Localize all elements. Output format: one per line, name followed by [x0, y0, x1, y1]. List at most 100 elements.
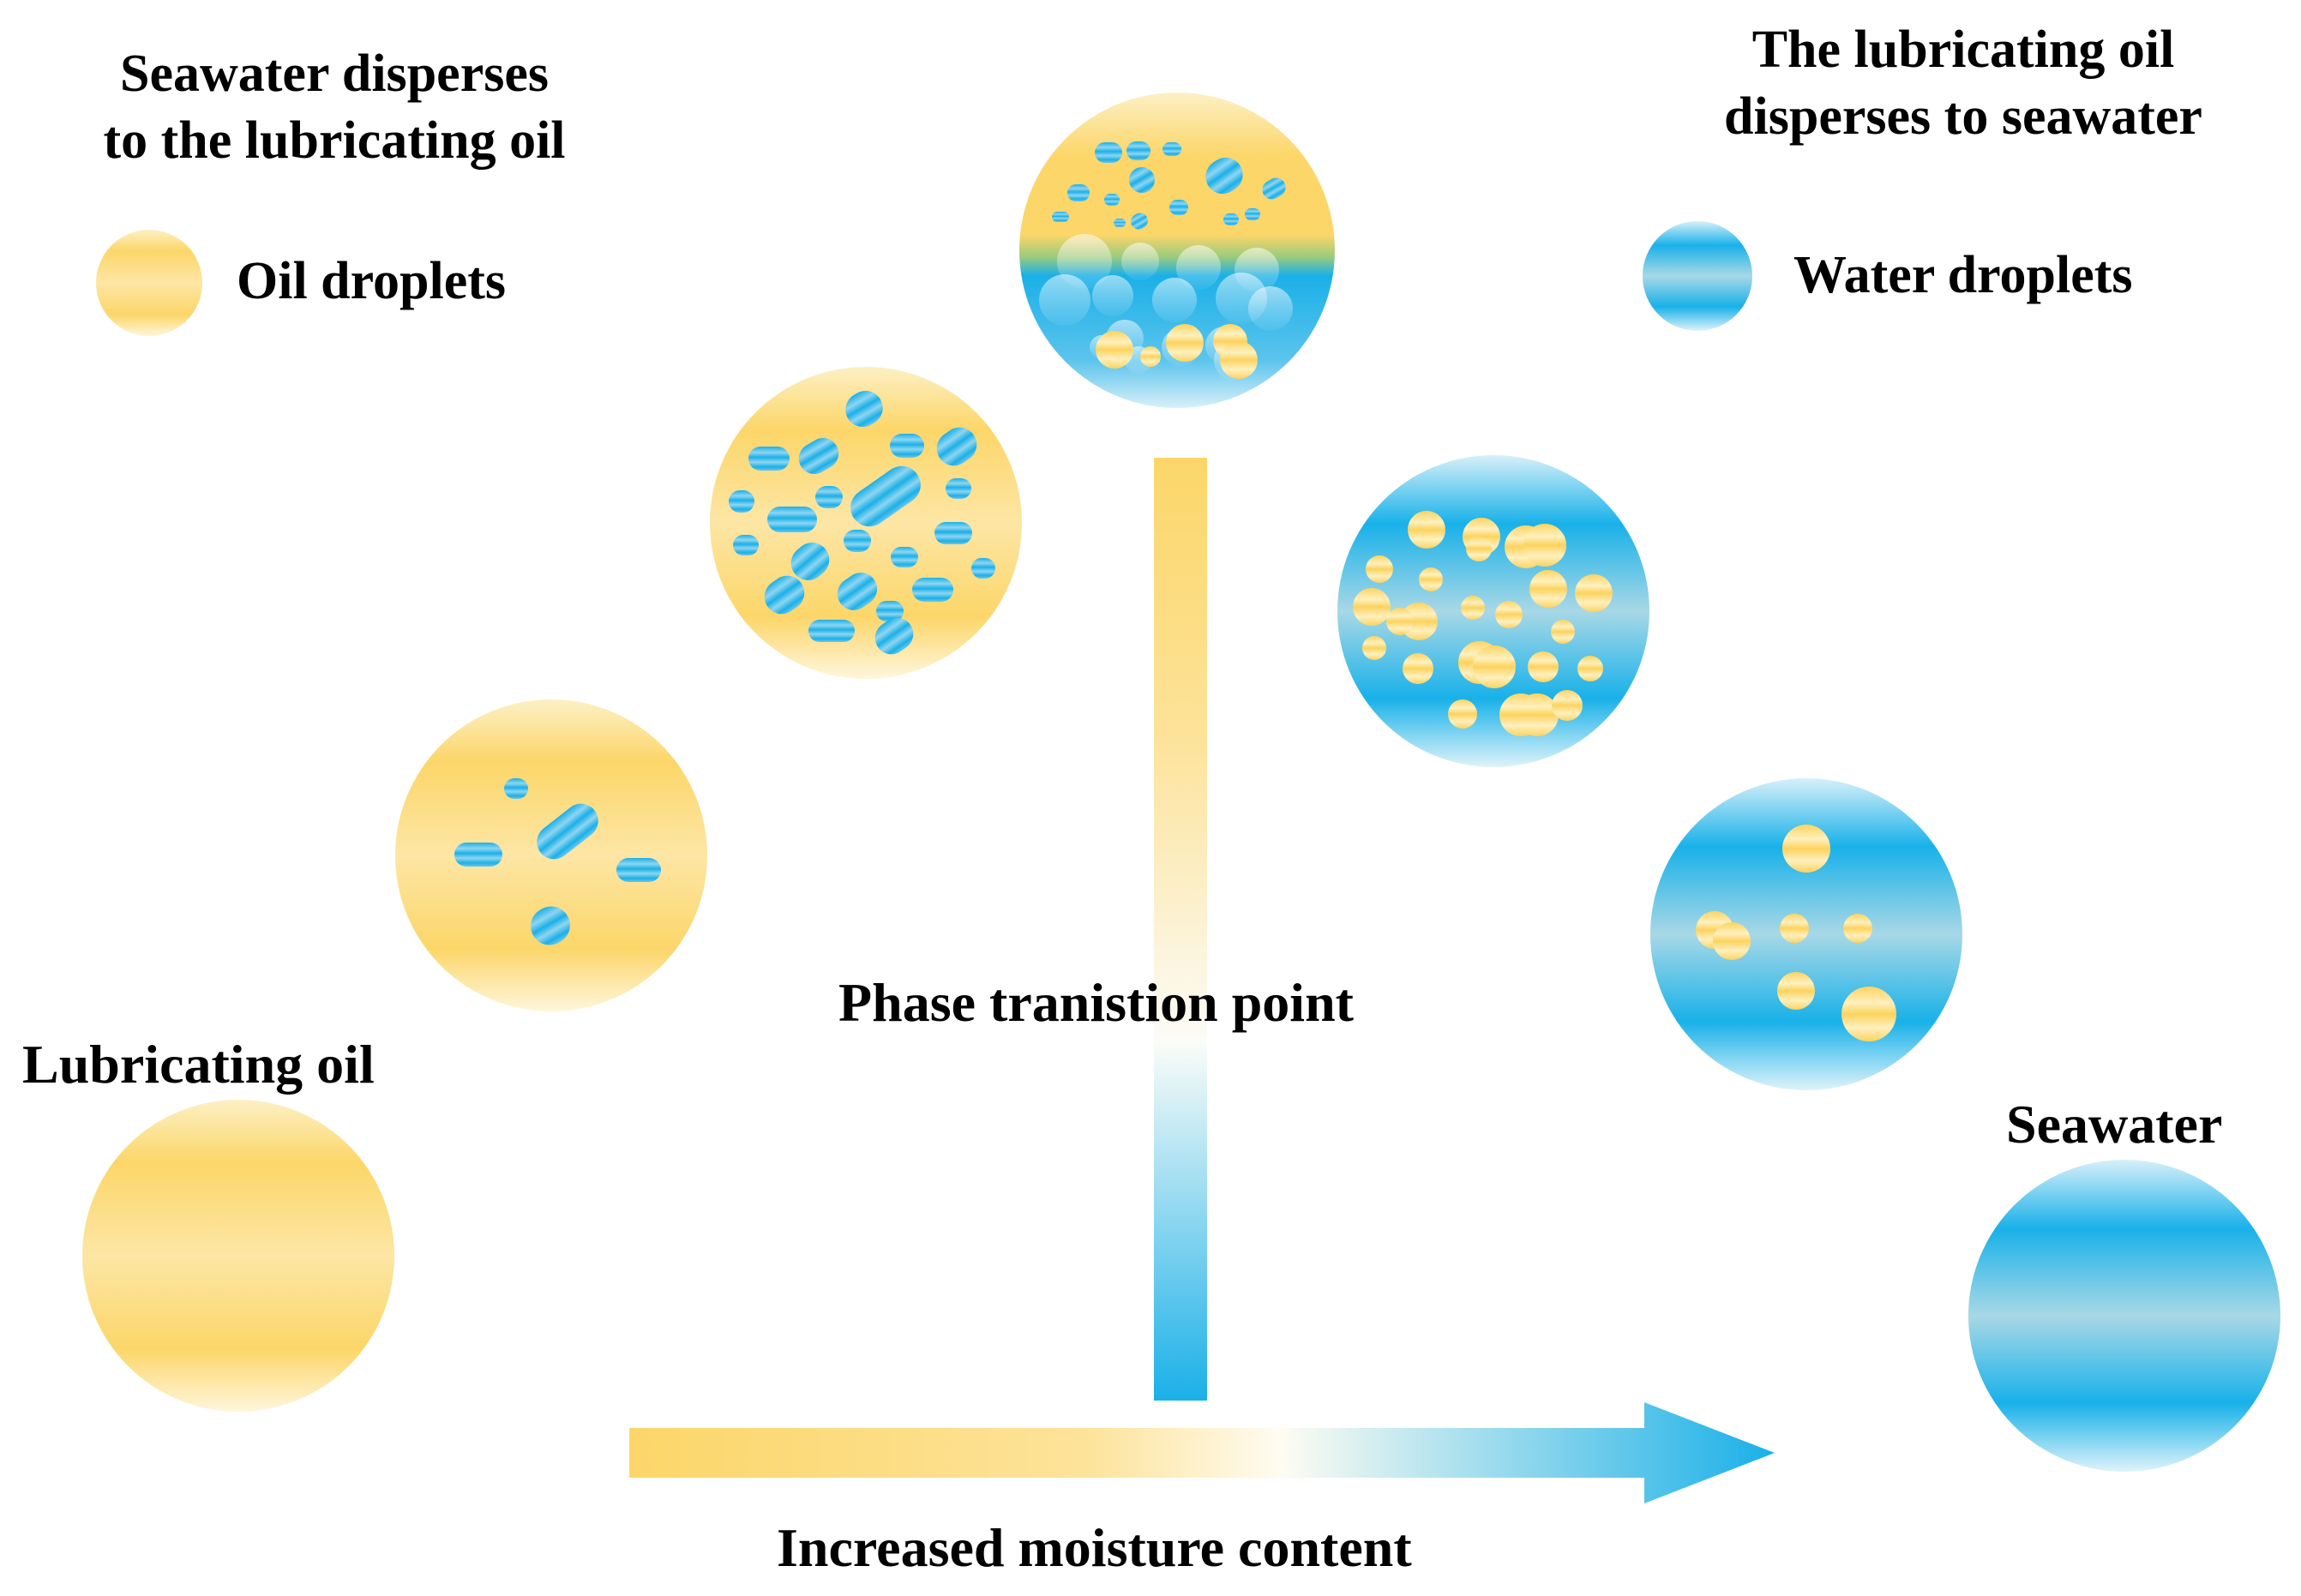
oil-droplet: [1516, 693, 1559, 736]
water-droplet: [1205, 157, 1243, 195]
moisture-arrow: [629, 1402, 1775, 1503]
oil-droplet: [1551, 620, 1575, 644]
water-droplet: [733, 535, 759, 555]
oil-droplet: [1780, 914, 1809, 943]
water-droplet: [837, 573, 878, 610]
water-droplet: [912, 578, 953, 602]
water-droplet: [808, 620, 855, 642]
oil-droplet: [1466, 536, 1492, 561]
bubble: [1039, 274, 1090, 326]
oil-droplet: [1366, 555, 1393, 583]
water-droplet: [748, 447, 790, 471]
water-legend-item: Water droplets: [1793, 246, 2133, 304]
water-droplet: [890, 434, 924, 458]
water-droplet: [790, 543, 830, 580]
oil-legend-title-line2: to the lubricating oil: [103, 111, 566, 170]
water-droplet: [1169, 200, 1188, 215]
stage-oil-high-water: [710, 367, 1022, 679]
lubricating-oil-label: Lubricating oil: [22, 1034, 375, 1095]
water-droplet: [1245, 208, 1260, 220]
water-droplet: [874, 617, 914, 655]
water-droplet: [934, 522, 972, 544]
water-droplet: [1223, 213, 1239, 225]
water-droplet: [729, 490, 754, 513]
oil-droplet: [1495, 601, 1523, 628]
water-droplet: [1067, 184, 1090, 201]
oil-droplet: [1408, 511, 1445, 549]
oil-droplet-legend-icon: [96, 230, 202, 336]
water-droplet: [764, 575, 805, 615]
oil-droplet: [1473, 645, 1516, 688]
water-droplet: [504, 778, 528, 799]
water-droplet: [767, 507, 817, 532]
oil-droplet: [1575, 574, 1613, 612]
water-droplet: [616, 858, 661, 882]
oil-droplet: [1353, 588, 1391, 626]
water-droplet: [946, 478, 971, 499]
stage-water-high-oil: [1337, 455, 1649, 767]
oil-droplet: [1523, 524, 1566, 567]
oil-droplet: [1528, 651, 1559, 682]
water-droplet: [936, 427, 977, 466]
oil-legend-title-line1: Seawater disperses: [120, 45, 549, 103]
oil-droplet: [1782, 825, 1830, 873]
vertical-transition-bar: [1154, 458, 1207, 1401]
stage-seawater: [1968, 1160, 2280, 1472]
oil-droplet: [1552, 690, 1583, 721]
stage-water-low-oil: [1650, 778, 1962, 1090]
water-legend-title-line1: The lubricating oil: [1751, 21, 2175, 79]
water-droplet: [1126, 141, 1150, 160]
water-droplet-legend-icon: [1643, 221, 1752, 331]
oil-droplet: [1362, 636, 1386, 660]
seawater-label: Seawater: [2006, 1094, 2223, 1155]
bubble: [1248, 286, 1293, 331]
bubble: [1092, 275, 1133, 316]
oil-droplet: [1777, 972, 1815, 1010]
stage-oil-low-water: [395, 699, 707, 1011]
water-droplet: [845, 391, 883, 427]
water-droplet: [844, 530, 871, 552]
water-droplet: [454, 843, 502, 867]
water-droplet: [891, 547, 918, 567]
stage-phase-transition: [1019, 93, 1335, 408]
axis-label: Increased moisture content: [777, 1517, 1412, 1578]
water-droplet: [531, 906, 570, 945]
water-droplet: [1052, 212, 1069, 222]
water-droplet: [1262, 177, 1286, 200]
oil-droplet: [1448, 699, 1477, 729]
oil-droplet: [1841, 987, 1896, 1041]
water-droplet: [1129, 167, 1155, 193]
oil-droplet: [1713, 922, 1751, 960]
bubble: [1176, 245, 1221, 290]
water-droplet: [798, 438, 839, 474]
water-droplet: [850, 465, 921, 527]
oil-droplet: [1166, 324, 1204, 362]
water-droplet: [971, 558, 995, 579]
oil-droplet: [1096, 331, 1133, 369]
oil-droplet: [1843, 914, 1872, 943]
oil-droplet: [1220, 341, 1258, 379]
oil-droplet: [1403, 653, 1433, 684]
oil-droplet: [1419, 567, 1443, 591]
water-droplet: [1104, 194, 1120, 206]
oil-droplet: [1140, 346, 1161, 367]
water-droplet: [876, 601, 904, 621]
water-droplet: [1095, 142, 1122, 163]
water-droplet: [1163, 142, 1181, 156]
oil-droplet: [1529, 570, 1567, 608]
water-droplet: [537, 803, 598, 860]
water-legend-title-line2: disperses to seawater: [1724, 87, 2202, 146]
oil-droplet: [1461, 596, 1485, 620]
oil-legend-item: Oil droplets: [237, 252, 507, 310]
oil-legend-title: Seawater disperses to the lubricating oi…: [69, 41, 600, 174]
bubble: [1152, 278, 1197, 322]
bubble: [1121, 243, 1159, 280]
water-droplet: [815, 486, 843, 508]
water-legend-title: The lubricating oil disperses to seawate…: [1646, 17, 2280, 150]
stage-lubricating-oil: [82, 1100, 394, 1412]
oil-droplet: [1577, 656, 1603, 681]
phase-transition-label: Phase tranistion point: [838, 972, 1354, 1033]
oil-droplet: [1386, 608, 1414, 635]
water-droplet: [1114, 219, 1126, 227]
